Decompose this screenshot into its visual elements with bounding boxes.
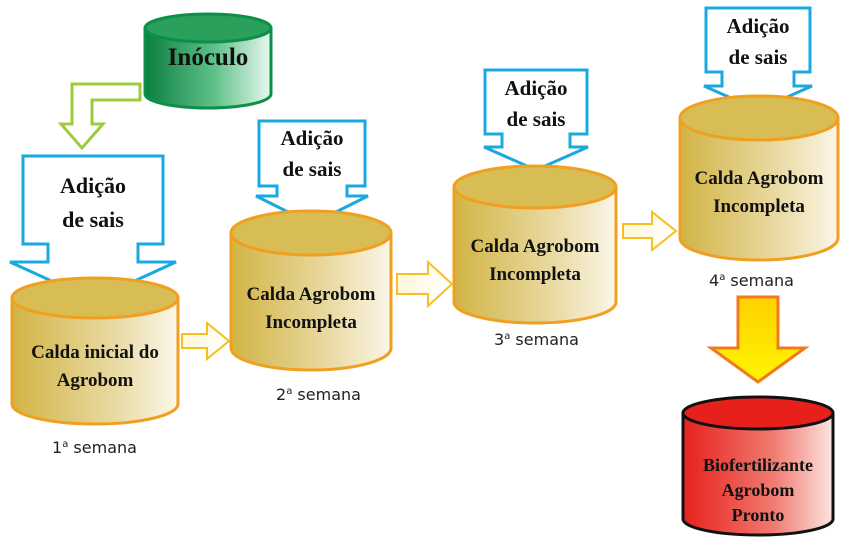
salt-label-1-line2: de sais [62, 207, 124, 232]
tank-2-label: Calda Agrobom Incompleta [231, 281, 391, 337]
tank-4-label-line1: Calda Agrobom [694, 168, 824, 189]
week-label-4: 4a semana [709, 271, 794, 290]
salt-label-1-line1: Adição [60, 173, 126, 198]
flow-arrow-2-3 [396, 259, 454, 309]
tank-4 [678, 94, 840, 262]
inoculum-tank [143, 12, 273, 110]
inoculum-arrow [57, 82, 142, 151]
inoculum-label: Inóculo [167, 44, 249, 71]
salt-label-1: Adição de sais [23, 169, 163, 237]
week-label-3: 3a semana [494, 330, 579, 349]
salt-label-2: Adição de sais [259, 123, 365, 185]
tank-1-label: Calda inicial do Agrobom [12, 339, 178, 395]
tank-1-label-line1: Calda inicial do [31, 342, 159, 363]
week-label-2: 2a semana [276, 385, 361, 404]
final-label-line3: Pronto [731, 505, 785, 525]
tank-3 [452, 164, 618, 325]
final-tank-label: Biofertilizante Agrobom Pronto [683, 453, 833, 528]
tank-2-label-line2: Incompleta [265, 312, 357, 333]
salt-label-2-line2: de sais [282, 157, 342, 181]
salt-arrow-2 [255, 119, 369, 226]
salt-label-2-line1: Adição [280, 126, 344, 150]
salt-label-4-line2: de sais [728, 45, 788, 69]
salt-arrow-3 [483, 68, 589, 172]
final-label-line2: Agrobom [721, 480, 795, 500]
salt-label-4-line1: Adição [726, 14, 790, 38]
flow-arrow-1-2 [181, 320, 231, 362]
tank-3-label-line1: Calda Agrobom [470, 236, 600, 257]
salt-label-3-line1: Adição [504, 76, 568, 100]
tank-2 [229, 209, 393, 372]
down-arrow-to-final [706, 295, 810, 384]
tank-2-label-line1: Calda Agrobom [246, 284, 376, 305]
tank-3-label: Calda Agrobom Incompleta [454, 233, 616, 289]
final-tank [681, 395, 835, 537]
final-label-line1: Biofertilizante [703, 455, 813, 475]
tank-3-label-line2: Incompleta [489, 264, 581, 285]
salt-label-3: Adição de sais [485, 73, 587, 135]
salt-label-3-line2: de sais [506, 107, 566, 131]
tank-1 [10, 276, 180, 426]
tank-1-label-line2: Agrobom [56, 370, 134, 391]
salt-label-4: Adição de sais [706, 11, 810, 73]
week-label-1: 1a semana [52, 438, 137, 457]
flow-arrow-3-4 [622, 209, 678, 253]
tank-4-label-line2: Incompleta [713, 196, 805, 217]
tank-4-label: Calda Agrobom Incompleta [680, 165, 838, 221]
